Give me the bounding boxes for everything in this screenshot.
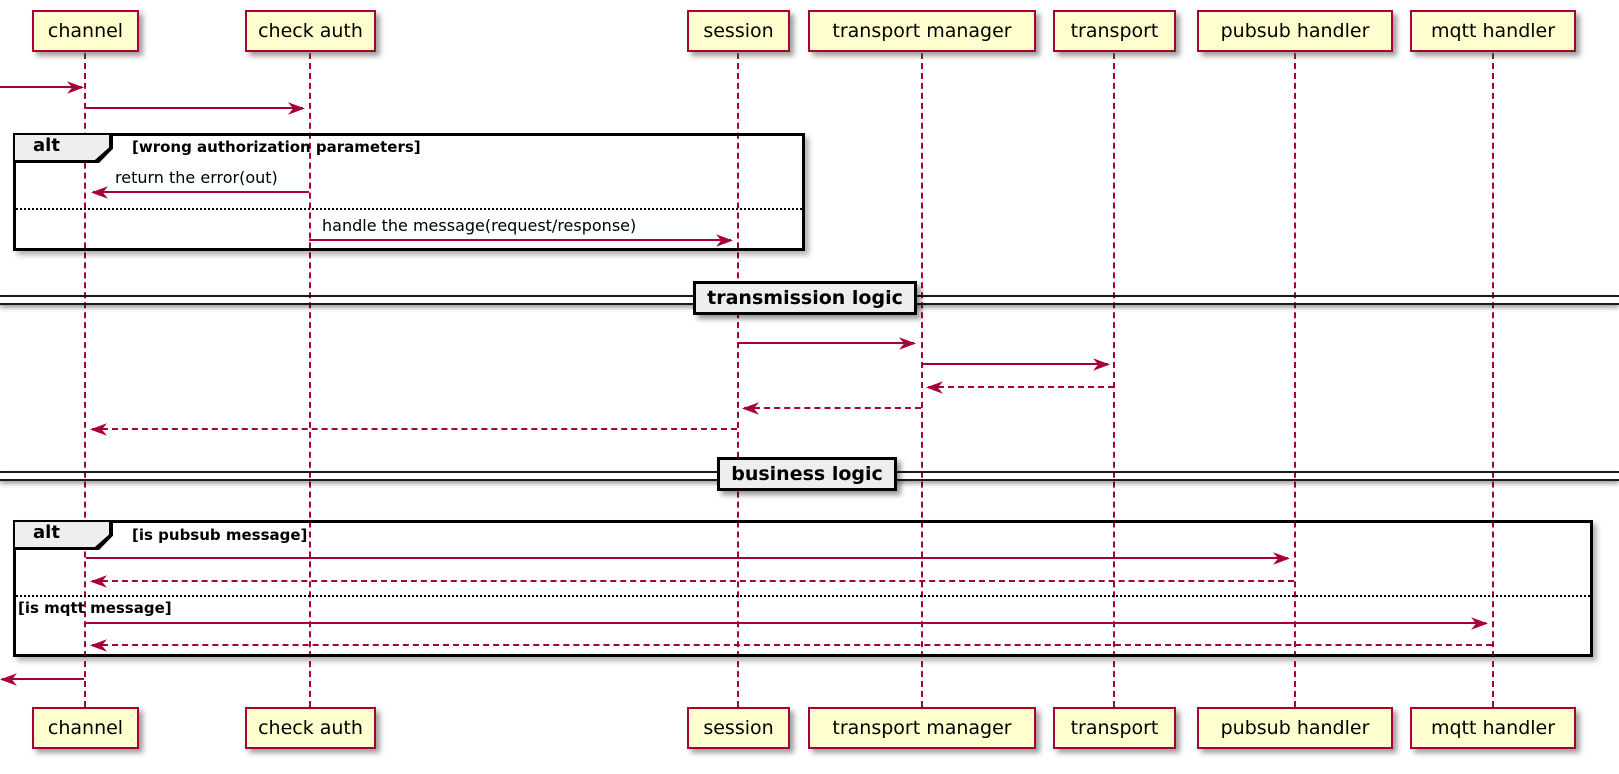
arrowhead-right-icon bbox=[288, 102, 305, 115]
message-out-from-channel-to-edge bbox=[0, 673, 84, 686]
alt-fragment-tab: alt bbox=[13, 133, 113, 163]
message-check-auth-to-channel-return-error bbox=[91, 186, 309, 199]
participant-check-auth-bottom: check auth bbox=[245, 707, 376, 749]
participant-mqtt-handler-bottom: mqtt handler bbox=[1410, 707, 1576, 749]
participant-channel-top: channel bbox=[32, 10, 139, 52]
arrowhead-right-icon bbox=[899, 337, 916, 350]
participant-pubsub-handler-top: pubsub handler bbox=[1197, 10, 1393, 52]
participant-check-auth-top: check auth bbox=[245, 10, 376, 52]
alt-condition-is-mqtt: [is mqtt message] bbox=[18, 599, 172, 617]
arrowhead-left-icon bbox=[926, 381, 943, 394]
lifeline-pubsub-handler bbox=[1294, 53, 1296, 707]
reply-transport-to-transport-manager bbox=[926, 381, 1114, 394]
participant-mqtt-handler-top: mqtt handler bbox=[1410, 10, 1576, 52]
participant-transport-manager-top: transport manager bbox=[808, 10, 1036, 52]
lifeline-session bbox=[737, 53, 739, 707]
message-channel-to-mqtt-handler bbox=[86, 617, 1488, 630]
reply-session-to-channel bbox=[90, 423, 737, 436]
reply-transport-manager-to-session bbox=[742, 402, 921, 415]
participant-session-bottom: session bbox=[687, 707, 790, 749]
lifeline-mqtt-handler bbox=[1492, 53, 1494, 707]
participant-transport-manager-bottom: transport manager bbox=[808, 707, 1036, 749]
message-label-return-error: return the error(out) bbox=[115, 168, 278, 187]
alt-fragment-authorization: alt bbox=[13, 133, 805, 251]
message-in-from-edge-to-channel bbox=[0, 81, 84, 94]
message-channel-to-check-auth bbox=[86, 102, 305, 115]
divider-label-business-logic: business logic bbox=[717, 457, 897, 491]
alt-condition-is-pubsub: [is pubsub message] bbox=[132, 526, 308, 544]
reply-pubsub-handler-to-channel bbox=[90, 575, 1294, 588]
participant-pubsub-handler-bottom: pubsub handler bbox=[1197, 707, 1393, 749]
alt-tab-fill bbox=[15, 135, 109, 160]
participant-session-top: session bbox=[687, 10, 790, 52]
divider-label-transmission-logic: transmission logic bbox=[693, 281, 917, 315]
message-session-to-transport-manager bbox=[738, 337, 916, 350]
message-channel-to-pubsub-handler bbox=[86, 552, 1290, 565]
alt-keyword: alt bbox=[33, 135, 60, 156]
participant-transport-bottom: transport bbox=[1053, 707, 1176, 749]
participant-transport-top: transport bbox=[1053, 10, 1176, 52]
lifeline-transport bbox=[1113, 53, 1115, 707]
participant-channel-bottom: channel bbox=[32, 707, 139, 749]
alt-else-separator bbox=[16, 208, 802, 210]
message-label-handle-message: handle the message(request/response) bbox=[322, 216, 637, 235]
lifeline-check-auth bbox=[309, 53, 311, 707]
reply-mqtt-handler-to-channel bbox=[90, 639, 1492, 652]
alt-condition-wrong-auth: [wrong authorization parameters] bbox=[132, 138, 421, 156]
alt-fragment-tab: alt bbox=[13, 520, 113, 550]
arrowhead-left-icon bbox=[742, 402, 759, 415]
arrowhead-right-icon bbox=[1093, 358, 1110, 371]
lifeline-channel bbox=[84, 53, 86, 707]
message-transport-manager-to-transport bbox=[922, 358, 1110, 371]
arrowhead-left-icon bbox=[90, 423, 107, 436]
lifeline-transport-manager bbox=[921, 53, 923, 707]
alt-tab-fill bbox=[15, 522, 109, 547]
alt-keyword: alt bbox=[33, 522, 60, 543]
alt-else-separator bbox=[16, 595, 1590, 597]
arrowhead-right-icon bbox=[67, 81, 84, 94]
message-check-auth-to-session-handle bbox=[309, 234, 733, 247]
alt-fragment-dispatch: alt bbox=[13, 520, 1593, 657]
arrowhead-left-icon bbox=[0, 673, 17, 686]
